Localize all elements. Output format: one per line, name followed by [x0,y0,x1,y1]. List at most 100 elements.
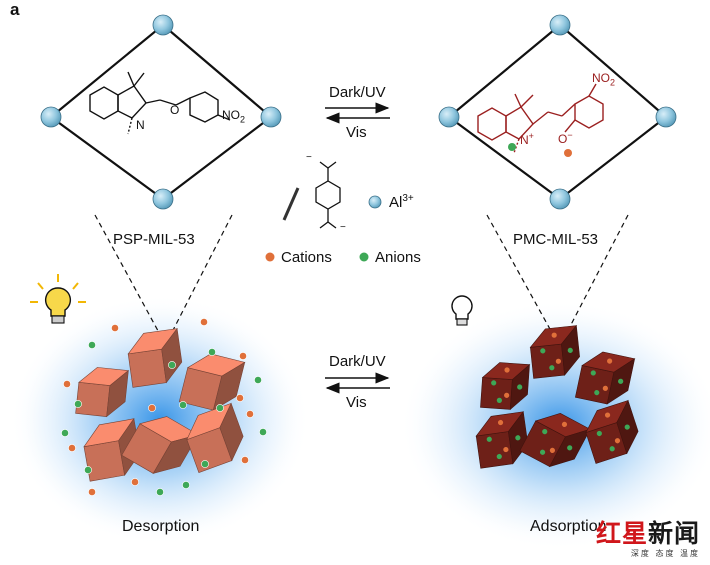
crystal-cube [480,362,531,411]
free-anion-dot [74,400,82,408]
bound-anion-dot [542,429,548,435]
al-node [152,188,174,210]
bound-cation-dot [504,392,510,398]
bound-cation-dot [504,367,510,373]
bound-anion-dot [624,424,630,430]
bound-cation-dot [551,332,557,338]
bound-anion-dot [496,453,502,460]
right-no2-label: NO2 [592,71,616,88]
free-cation-dot [200,318,208,326]
bound-cation-dot [555,358,561,364]
bottom-forward-label: Dark/UV [329,353,386,370]
al-node [655,106,677,128]
watermark-tagline: 深度 态度 温度 [630,549,700,558]
legend-linker [282,161,341,229]
free-cation-dot [63,380,71,388]
top-forward-label: Dark/UV [329,84,386,101]
al-node [549,188,571,210]
free-anion-dot [182,481,190,489]
free-anion-dot [84,466,92,474]
free-anion-dot [179,401,187,409]
crystal-cube [585,399,639,464]
left-crystal-cluster [75,327,246,482]
al-node [438,106,460,128]
free-cation-dot [88,488,96,496]
adsorption-label: Adsorption [530,518,607,535]
legend-al-node [368,195,382,209]
free-anion-dot [208,348,216,356]
bound-cation-dot [497,419,504,426]
bound-anion-dot [540,348,546,354]
free-anion-dot [201,460,209,468]
spiropyran-molecule [89,71,231,135]
bottom-equilibrium-arrows [325,372,390,394]
crystal-cube [529,324,580,379]
free-anion-dot [156,488,164,496]
bound-anion-dot [496,397,502,403]
free-cation-dot [148,404,156,412]
free-anion-dot [168,361,176,369]
bound-anion-dot [590,370,596,376]
legend-cation-dot [265,252,275,262]
bound-anion-dot [508,143,516,151]
bound-anion-dot [515,435,521,441]
linker-charge-top: − [306,152,312,163]
al-node [40,106,62,128]
bound-anion-dot [539,449,546,455]
free-cation-dot [236,394,244,402]
right-o-atom: O− [558,130,573,146]
bound-cation-dot [564,149,572,157]
crystal-cube [475,411,529,469]
left-o-atom: O [170,103,180,117]
legend-al-label: Al3+ [389,193,414,211]
bound-cation-dot [549,447,556,454]
top-equilibrium-arrows [325,102,390,124]
crystal-cube [574,351,636,405]
merocyanine-molecule [477,83,604,154]
bound-anion-dot [609,446,615,452]
legend-anions-label: Anions [375,249,421,266]
bound-cation-dot [614,438,621,444]
bound-cation-dot [503,446,509,453]
bound-cation-dot [561,421,568,428]
panel-letter: a [10,0,20,19]
desorption-label: Desorption [122,518,200,535]
left-no2-label: NO2 [222,108,246,125]
free-anion-dot [61,429,69,437]
top-reverse-label: Vis [346,124,367,141]
crystal-cube [519,413,591,468]
left-frame-name: PSP-MIL-53 [113,231,195,248]
bound-anion-dot [491,380,497,386]
left-framework-diamond [40,14,282,210]
bound-cation-dot [604,412,611,418]
free-anion-dot [254,376,262,384]
left-n-atom: N [136,118,145,132]
free-anion-dot [216,404,224,412]
free-cation-dot [68,444,76,452]
right-frame-name: PMC-MIL-53 [513,231,599,248]
legend-anion-dot [359,252,369,262]
linker-charge-bottom: − [340,222,346,233]
left-free-ions [61,318,267,496]
free-anion-dot [88,341,96,349]
right-framework-diamond [438,14,677,210]
crystal-cube [121,416,200,474]
bound-anion-dot [549,365,555,371]
free-anion-dot [259,428,267,436]
bound-anion-dot [594,390,600,396]
bound-cation-dot [607,358,613,364]
bound-anion-dot [486,436,492,442]
right-n-atom: N+ [520,131,534,147]
al-node [152,14,174,36]
free-cation-dot [241,456,249,464]
crystal-cube [178,353,246,411]
free-cation-dot [246,410,254,418]
crystal-cube [127,327,183,388]
bottom-reverse-label: Vis [346,394,367,411]
bound-anion-dot [517,384,523,390]
free-cation-dot [239,352,247,360]
legend-cations-label: Cations [281,249,332,266]
bound-anion-dot [567,347,573,353]
al-node [549,14,571,36]
